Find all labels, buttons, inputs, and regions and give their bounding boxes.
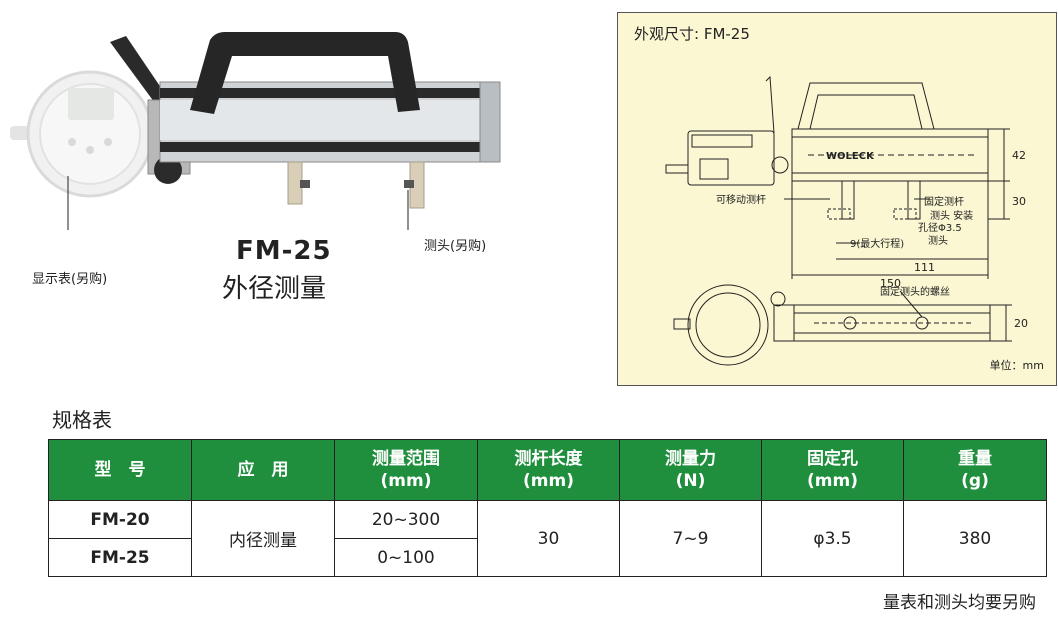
drawing-brand: WOLECK xyxy=(826,151,875,162)
header-hole: 固定孔 (mm) xyxy=(761,439,904,501)
header-rod-length-line2: (mm) xyxy=(523,471,574,491)
label-probe: 测头 xyxy=(928,234,948,247)
label-fixed-rod: 固定测杆 xyxy=(924,195,964,208)
header-range: 测量范围 (mm) xyxy=(334,439,478,501)
cell-model: FM-20 xyxy=(48,500,192,539)
header-force-line2: (N) xyxy=(675,471,706,491)
header-model: 型 号 xyxy=(48,439,192,501)
dimension-drawing: WOLECK 42 30 111 150 20 可移动测杆 固定测杆 测头 安装… xyxy=(665,75,1028,366)
dim-height-probe: 30 xyxy=(1012,195,1026,208)
table-row: FM-25 0~100 xyxy=(48,538,1047,577)
header-force-line1: 测量力 xyxy=(665,449,716,469)
knob-image xyxy=(154,156,182,184)
spec-table: 型 号 应 用 测量范围 (mm) 测杆长度 (mm) 测量力 (N) 固定孔 … xyxy=(48,439,1047,577)
drawing-unit: 单位：mm xyxy=(989,359,1044,372)
cell-range: 0~100 xyxy=(334,538,478,577)
cell-hole: φ3.5 xyxy=(761,500,904,577)
cell-model: FM-25 xyxy=(48,538,192,577)
cell-force: 7~9 xyxy=(619,500,762,577)
header-application-line1: 应 用 xyxy=(237,460,289,480)
dial-indicator-image xyxy=(10,70,154,198)
dimension-drawing-panel: WOLECK 42 30 111 150 20 可移动测杆 固定测杆 测头 安装… xyxy=(617,12,1057,386)
header-force: 测量力 (N) xyxy=(619,439,762,501)
label-movable-rod: 可移动测杆 xyxy=(716,193,766,206)
product-model: FM-25 xyxy=(236,236,332,266)
dim-length-150: 150 xyxy=(880,277,901,290)
cell-range: 20~300 xyxy=(334,500,478,539)
header-range-line2: (mm) xyxy=(380,471,432,491)
spec-note: 量表和测头均要另购 xyxy=(883,593,1036,613)
label-hole-dia: 孔径Φ3.5 xyxy=(918,221,962,234)
header-weight-line1: 重量 xyxy=(958,449,992,469)
dim-height-body: 42 xyxy=(1012,149,1026,162)
product-photo xyxy=(10,32,501,230)
header-hole-line2: (mm) xyxy=(807,471,858,491)
cell-weight: 380 xyxy=(903,500,1047,577)
header-application: 应 用 xyxy=(191,439,335,501)
header-rod-length-line1: 测杆长度 xyxy=(514,449,583,469)
lever-image xyxy=(110,36,172,110)
dim-width-top: 20 xyxy=(1014,317,1028,330)
header-model-line1: 型 号 xyxy=(94,460,146,480)
cell-application: 内径测量 xyxy=(191,500,335,577)
handle-image xyxy=(190,32,420,114)
header-weight: 重量 (g) xyxy=(903,439,1047,501)
header-rod-length: 测杆长度 (mm) xyxy=(477,439,620,501)
spec-table-title: 规格表 xyxy=(52,408,112,432)
header-range-line1: 测量范围 xyxy=(372,449,440,469)
indicator-callout-label: 显示表(另购) xyxy=(32,272,108,287)
label-screw: 固定测头的螺丝 xyxy=(880,285,950,298)
cell-rod-length: 30 xyxy=(477,500,620,577)
probe-callout-label: 测头(另购) xyxy=(424,239,487,254)
table-row: FM-20 内径测量 20~300 30 7~9 φ3.5 380 xyxy=(48,500,1047,577)
label-stroke: 9(最大行程) xyxy=(850,237,904,250)
label-probe-mount: 测头 安装 xyxy=(930,209,973,222)
spec-header-row: 型 号 应 用 测量范围 (mm) 测杆长度 (mm) 测量力 (N) 固定孔 … xyxy=(48,439,1047,501)
product-name: 外径测量 xyxy=(222,274,327,304)
header-weight-line2: (g) xyxy=(961,471,989,491)
drawing-title: 外观尺寸: FM-25 xyxy=(634,25,750,43)
header-hole-line1: 固定孔 xyxy=(807,449,858,469)
dim-length-111: 111 xyxy=(914,261,935,274)
